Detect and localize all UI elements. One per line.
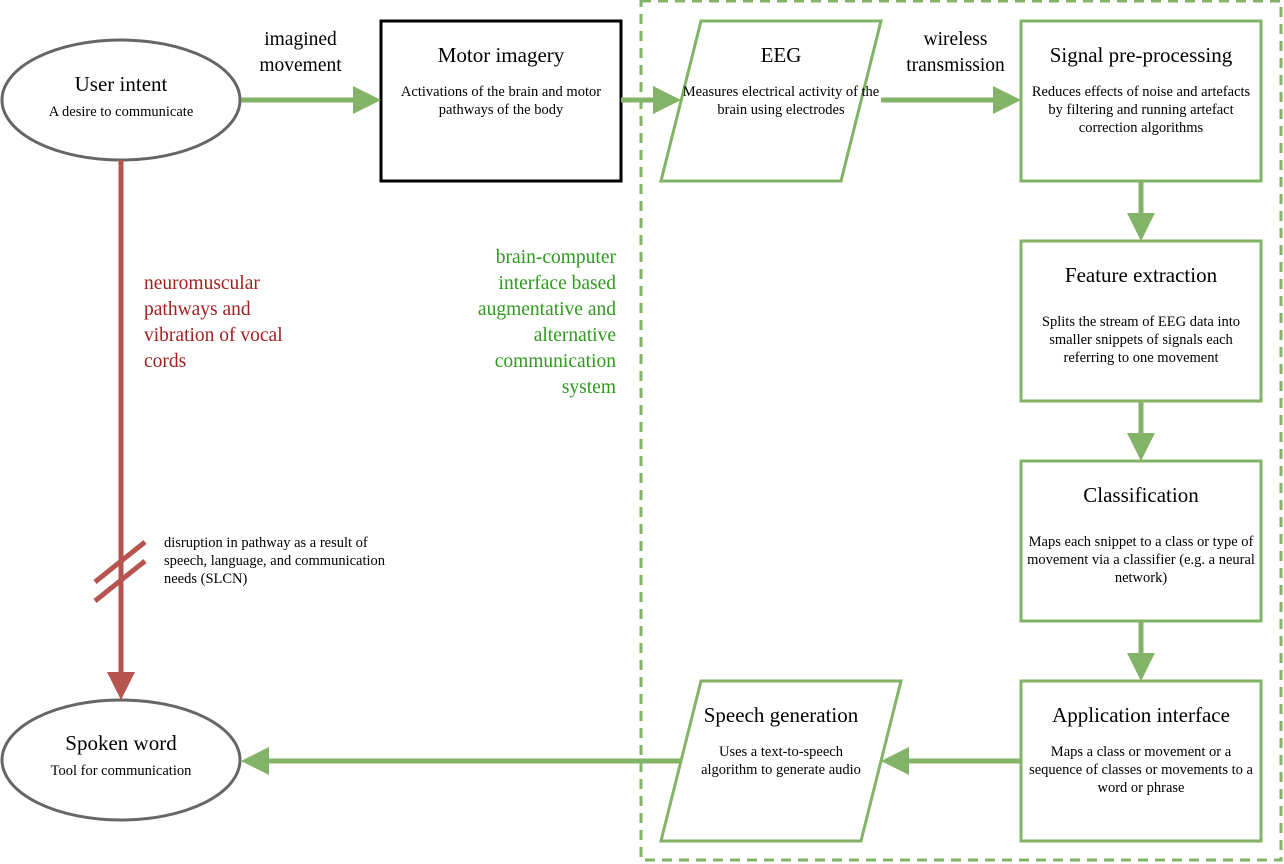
classification-box[interactable] [1019, 459, 1263, 623]
user-intent-desc: A desire to communicate [48, 104, 194, 120]
bci-system-label: brain-computer interface based augmentat… [477, 247, 616, 398]
imagined-movement-label: imagined movement [259, 29, 342, 76]
user-intent-node: User intent A desire to communicate [11, 72, 231, 121]
spoken-word-desc: Tool for communication [50, 763, 192, 779]
bci-system-boundary [639, 0, 1283, 862]
neuromuscular-label: neuromuscular pathways and vibration of … [144, 273, 283, 372]
eeg-parallelogram[interactable] [659, 19, 883, 183]
feature-extraction-box[interactable] [1019, 239, 1263, 403]
feature-extraction-node: Feature extraction Splits the stream of … [1027, 263, 1255, 367]
speech-generation-node: Speech generation Uses a text-to-speech … [681, 703, 881, 779]
arrowhead-eeg [653, 86, 681, 114]
spoken-word-node: Spoken word Tool for communication [11, 731, 231, 780]
eeg-title: EEG [760, 43, 802, 67]
speech-generation-desc: Uses a text-to-speech algorithm to gener… [701, 744, 861, 778]
arrowhead-motor [353, 86, 381, 114]
eeg-desc: Measures electrical activity of the brai… [682, 84, 880, 118]
feature-extraction-title: Feature extraction [1064, 263, 1218, 287]
classification-desc: Maps each snippet to a class or type of … [1027, 534, 1255, 586]
speech-generation-parallelogram[interactable] [659, 679, 903, 843]
arrowhead-speech [881, 747, 909, 775]
spoken-word-title: Spoken word [65, 731, 177, 755]
arrowhead-spoken-red [107, 672, 135, 700]
motor-imagery-node: Motor imagery Activations of the brain a… [391, 43, 611, 119]
application-interface-desc: Maps a class or movement or a sequence o… [1029, 744, 1253, 796]
classification-title: Classification [1083, 483, 1199, 507]
disruption-slash-1 [93, 540, 147, 584]
signal-preprocessing-title: Signal pre-processing [1049, 43, 1233, 67]
arrowhead-preprocessing [993, 86, 1021, 114]
eeg-node: EEG Measures electrical activity of the … [683, 43, 879, 119]
arrowhead-classification [1127, 433, 1155, 461]
motor-imagery-box[interactable] [379, 19, 623, 183]
classification-node: Classification Maps each snippet to a cl… [1027, 483, 1255, 587]
application-interface-box[interactable] [1019, 679, 1263, 843]
signal-preprocessing-node: Signal pre-processing Reduces effects of… [1027, 43, 1255, 137]
motor-imagery-title: Motor imagery [437, 43, 565, 67]
disruption-slash-2 [93, 559, 147, 603]
wireless-transmission-label: wireless transmission [906, 29, 1005, 76]
arrowhead-spoken [241, 747, 269, 775]
motor-imagery-desc: Activations of the brain and motor pathw… [400, 84, 602, 118]
user-intent-title: User intent [74, 72, 168, 96]
signal-preprocessing-box[interactable] [1019, 19, 1263, 183]
arrowhead-feature [1127, 213, 1155, 241]
disruption-label: disruption in pathway as a result of spe… [164, 535, 386, 587]
speech-generation-title: Speech generation [703, 703, 859, 727]
application-interface-title: Application interface [1052, 703, 1230, 727]
feature-extraction-desc: Splits the stream of EEG data into small… [1041, 314, 1241, 366]
arrowhead-application [1127, 653, 1155, 681]
signal-preprocessing-desc: Reduces effects of noise and artefacts b… [1031, 84, 1251, 136]
application-interface-node: Application interface Maps a class or mo… [1027, 703, 1255, 797]
